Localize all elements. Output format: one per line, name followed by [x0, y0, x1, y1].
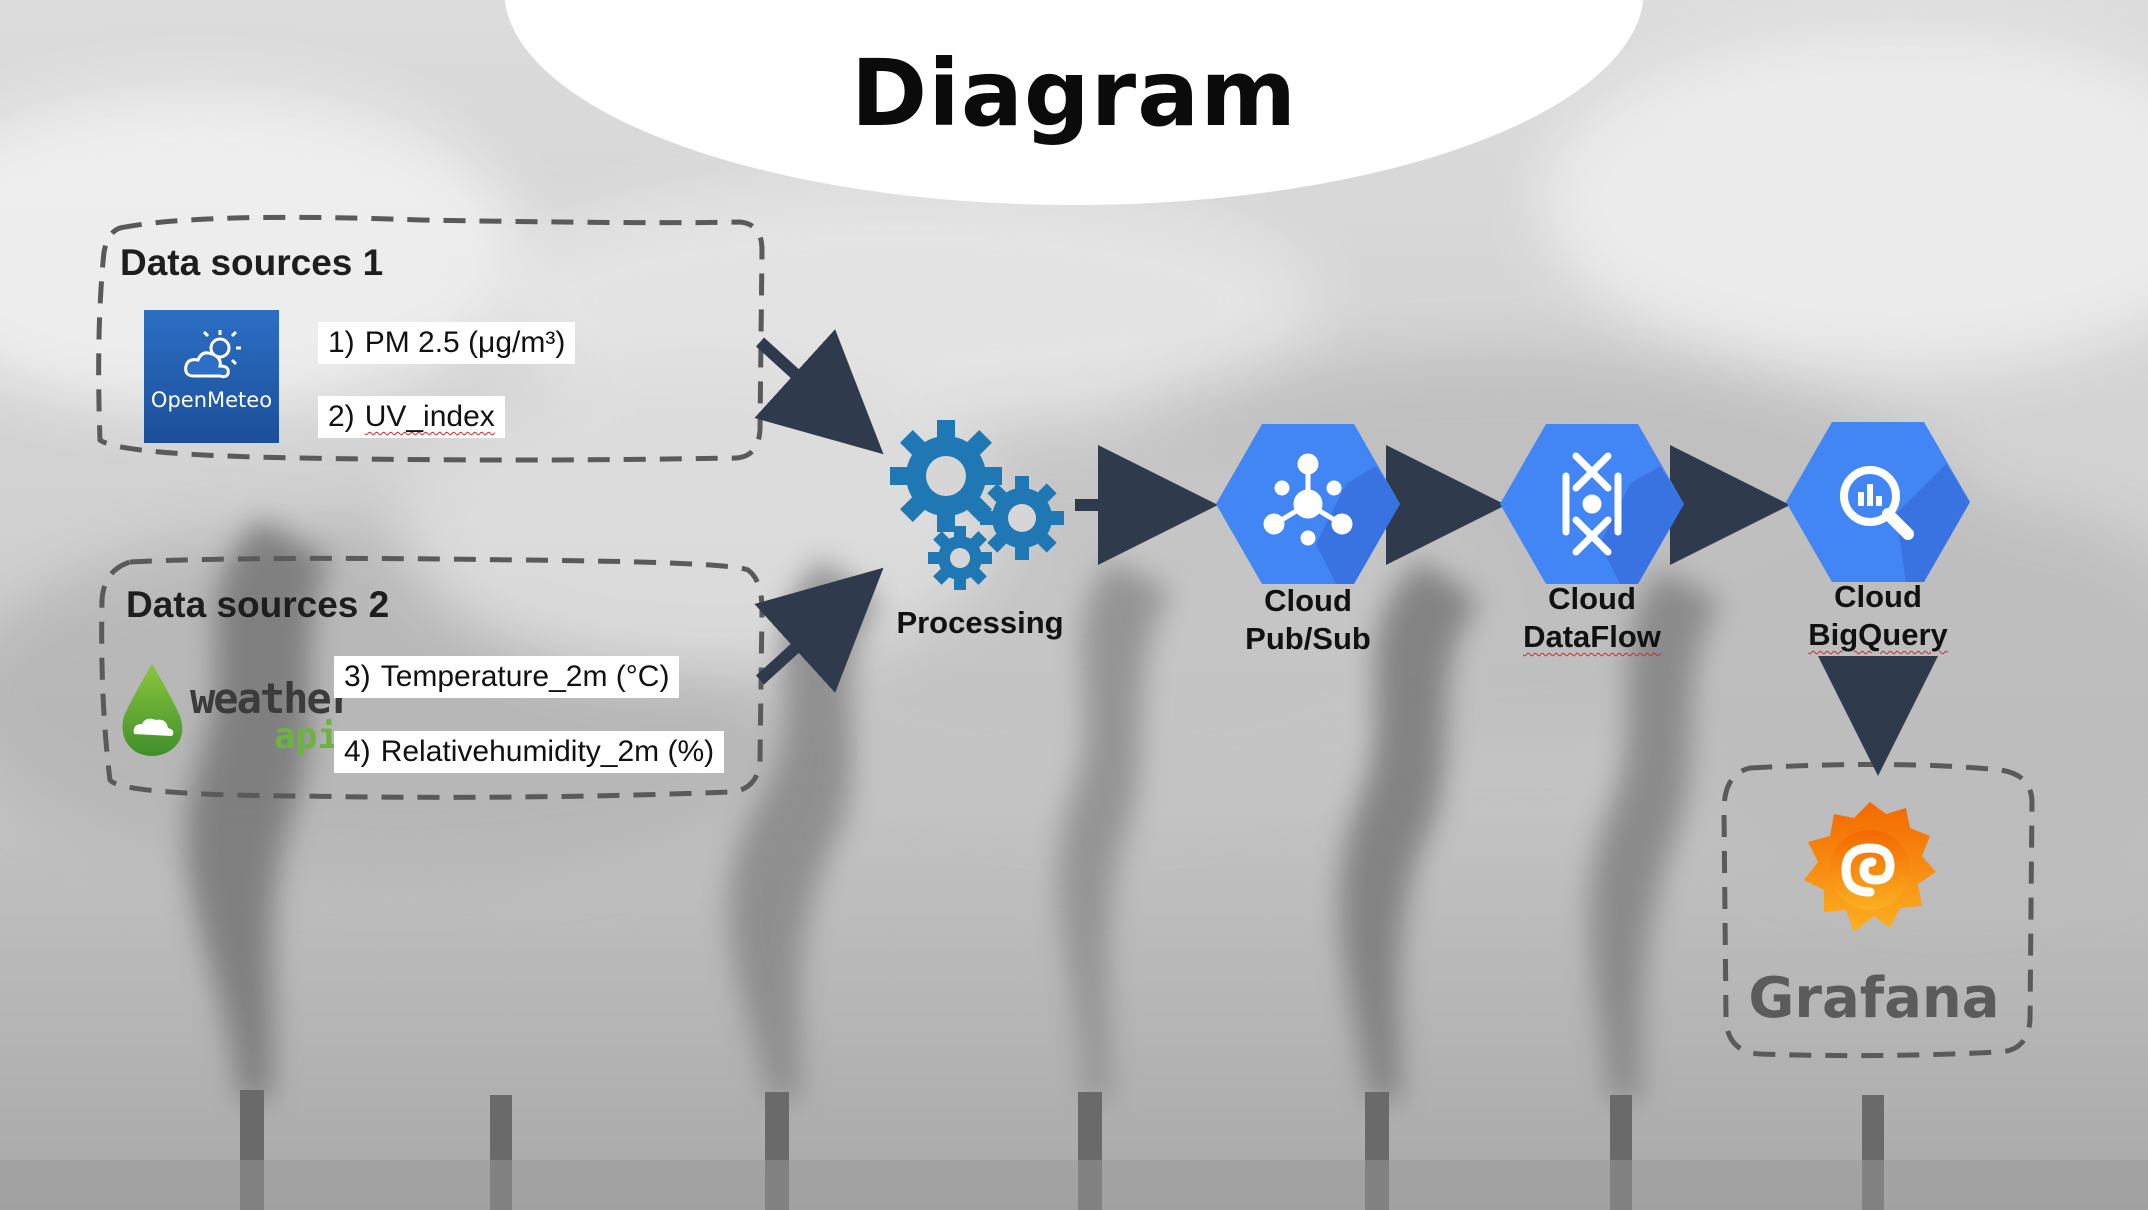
weather-cloud-sun-icon	[184, 330, 241, 379]
title-bubble	[504, 0, 1644, 205]
source2-item-4: 4)Relativehumidity_2m (%)	[334, 731, 725, 773]
pubsub-icon	[1216, 424, 1400, 584]
grafana-dashed-box	[1721, 761, 2035, 1059]
bigquery-label: Cloud BigQuery	[1808, 579, 1948, 652]
source1-item-1: 1)PM 2.5 (μg/m³)	[318, 322, 576, 364]
weatherapi-logo-word2: api	[274, 716, 340, 757]
source2-title: Data sources 2	[126, 584, 390, 625]
water-drop-icon	[122, 664, 183, 756]
grafana-wordmark: Grafana	[1748, 966, 2000, 1031]
openmeteo-logo-text: OpenMeteo	[150, 388, 273, 412]
weatherapi-logo-word1: weather	[190, 674, 355, 723]
pubsub-label: Cloud Pub/Sub	[1245, 583, 1371, 656]
source2-dashed-box	[99, 555, 765, 800]
grafana-logo-icon	[1804, 802, 1936, 932]
dataflow-icon	[1500, 424, 1684, 584]
processing-label: Processing	[896, 605, 1064, 640]
bigquery-icon	[1786, 422, 1970, 582]
arrow-source2-to-processing	[754, 567, 884, 693]
source1-item-2: 2)UV_index	[318, 396, 505, 438]
gears-icon	[890, 420, 1064, 590]
source1-dashed-box	[96, 214, 765, 463]
page-title: Diagram	[850, 40, 1298, 147]
source1-title: Data sources 1	[120, 242, 384, 283]
weatherapi-logo: weather api	[118, 660, 355, 760]
dataflow-label: Cloud DataFlow	[1523, 581, 1661, 654]
openmeteo-logo: OpenMeteo	[144, 310, 279, 443]
arrow-source1-to-processing	[754, 329, 884, 455]
source2-item-3: 3)Temperature_2m (°C)	[334, 656, 680, 698]
